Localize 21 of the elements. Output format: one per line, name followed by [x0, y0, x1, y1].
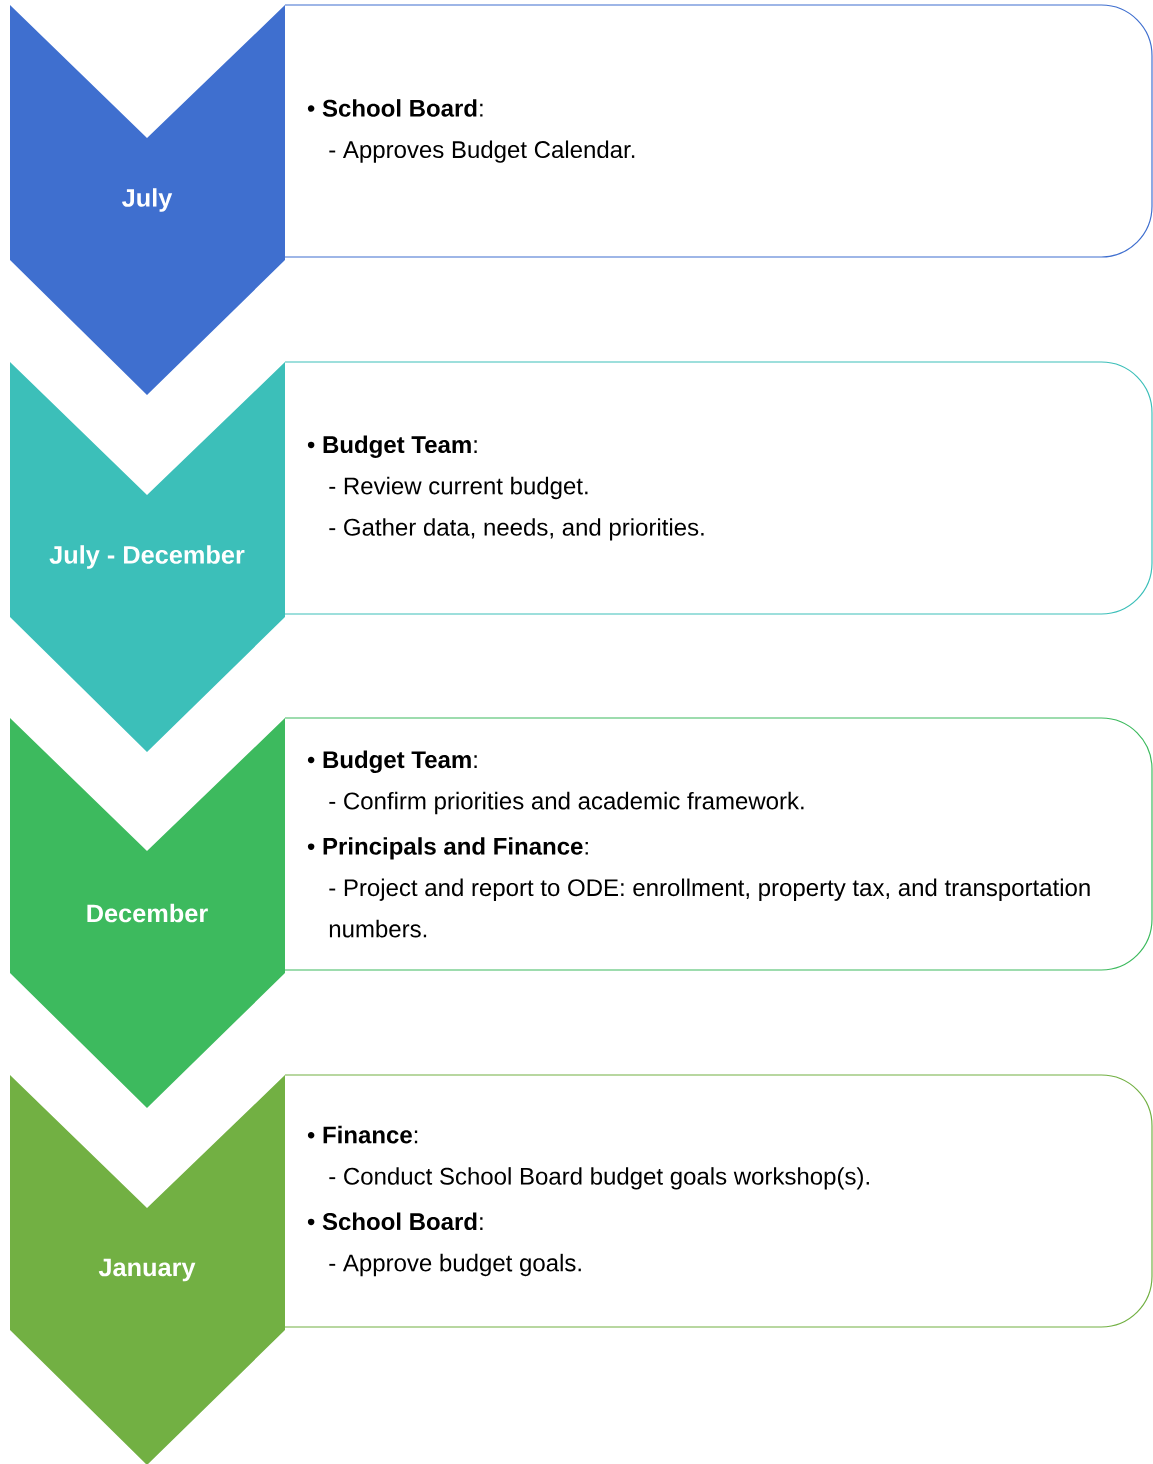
role-heading: • School Board: — [307, 99, 483, 117]
task-text: - Approve budget goals. — [329, 1253, 581, 1277]
task-text: - Approves Budget Calendar. — [329, 140, 635, 163]
role-heading: • Principals and Finance: — [307, 837, 588, 860]
text-box — [284, 1074, 1153, 1328]
text-box — [284, 717, 1153, 971]
task-text: - Review current budget. — [329, 476, 588, 500]
task-text: - Gather data, needs, and priorities. — [329, 518, 704, 541]
role-heading: • Budget Team: — [307, 750, 477, 773]
chevron-band: July — [10, 5, 285, 395]
task-text: - Project and report to ODE: enrollment, property tax, and transportation numbers. — [329, 878, 1090, 938]
text-box — [284, 361, 1153, 615]
text-box — [284, 4, 1153, 258]
role-heading: • Budget Team: — [307, 435, 477, 458]
role-heading: • Finance: — [307, 1125, 418, 1144]
chevron-band: December — [10, 718, 285, 1108]
task-text: - Confirm priorities and academic framework. — [329, 791, 804, 815]
role-heading: • School Board: — [307, 1212, 483, 1231]
chevron-band: July - December — [10, 362, 285, 752]
task-text: - Conduct School Board budget goals workshop(s). — [329, 1167, 869, 1190]
chevron-band: January — [10, 1075, 285, 1464]
